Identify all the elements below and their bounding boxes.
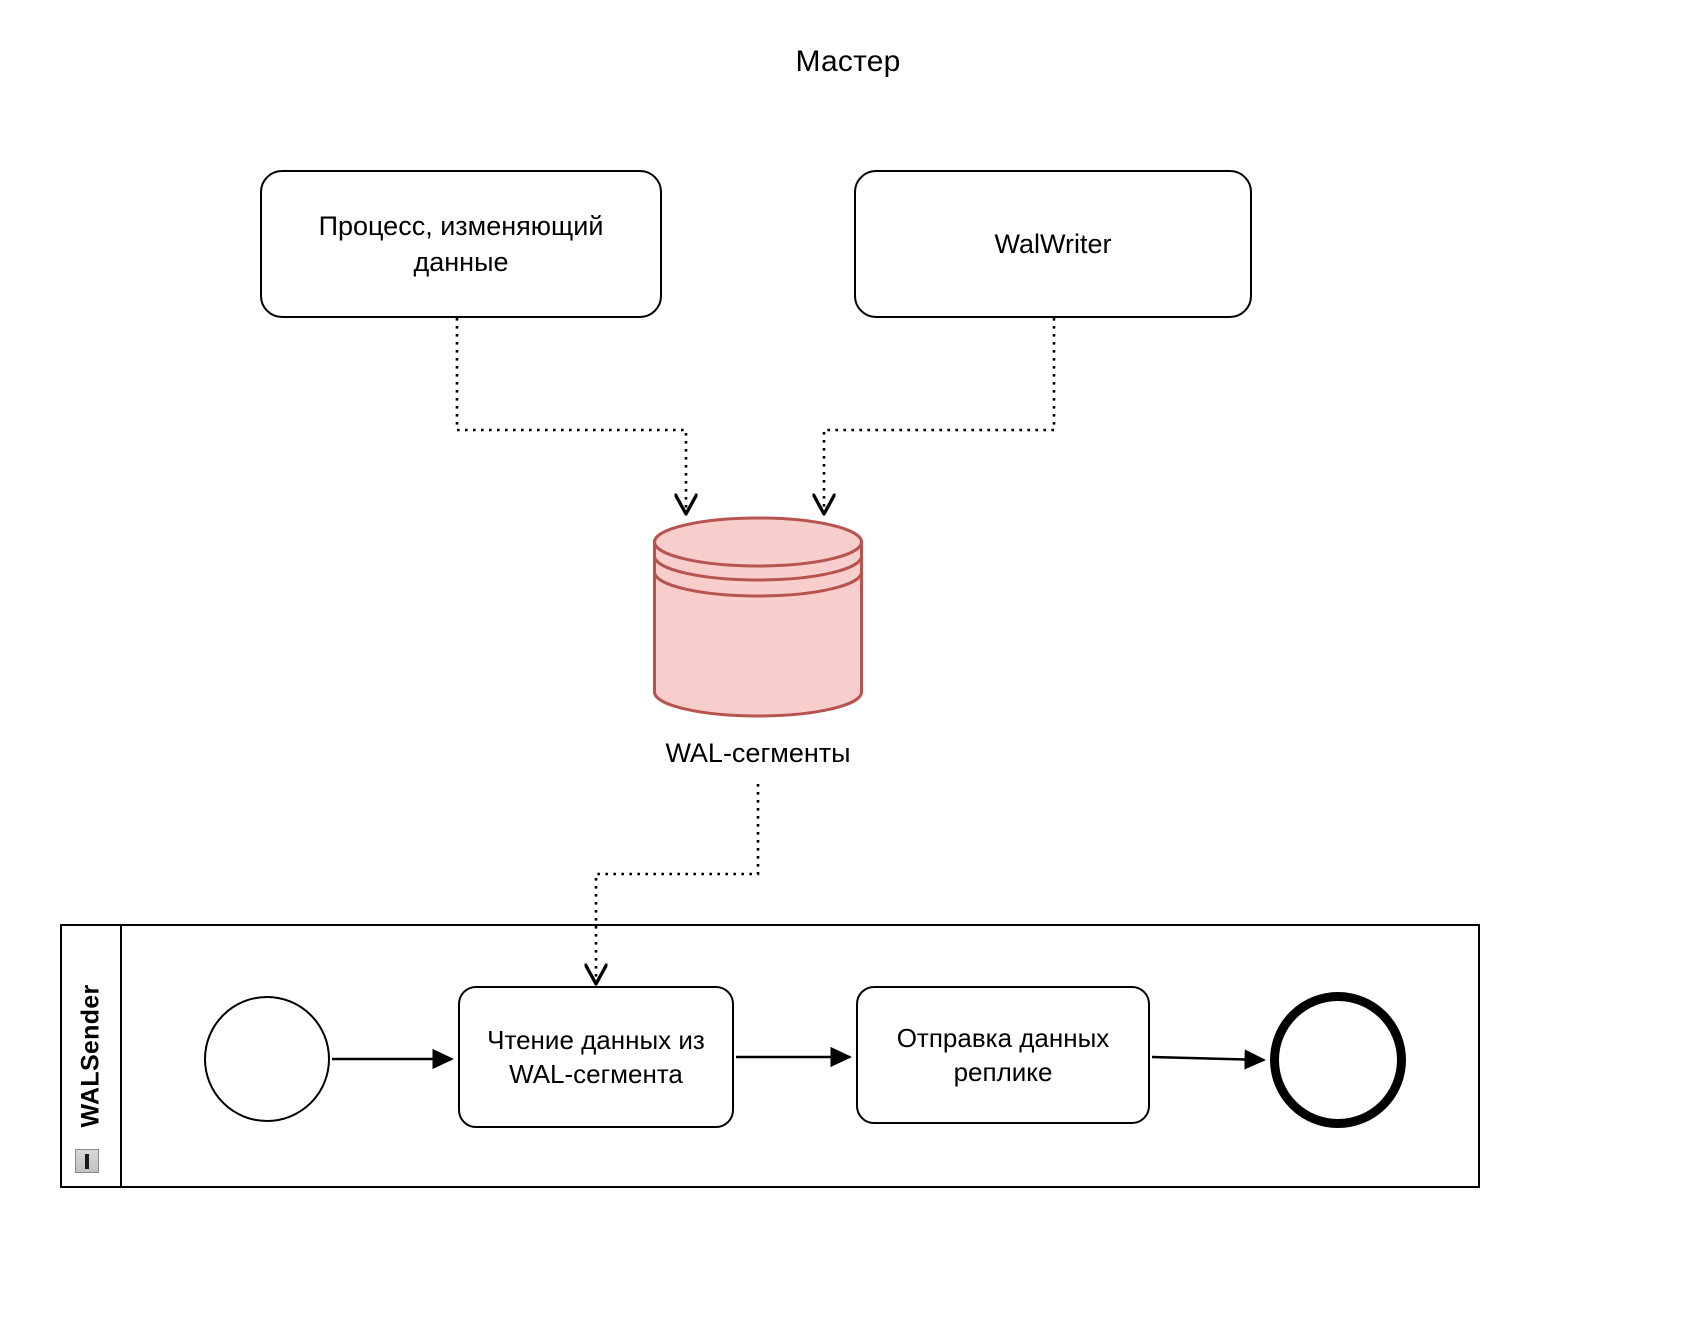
connector-walwriter-to-wal — [824, 318, 1056, 512]
task-process-changing-data[interactable]: Процесс, изменяющий данные — [260, 170, 662, 318]
diagram-title: Мастер — [795, 45, 901, 78]
end-event[interactable] — [1270, 992, 1406, 1128]
pool-walsender: WALSender — [60, 924, 1480, 1188]
connector-process-to-wal — [455, 318, 686, 512]
task-read-data-from-wal-segment[interactable]: Чтение данных из WAL-сегмента — [458, 986, 734, 1128]
lane-header-walsender[interactable]: WALSender — [62, 926, 122, 1186]
task-send-data-to-replica[interactable]: Отправка данных реплике — [856, 986, 1150, 1124]
task-walwriter[interactable]: WalWriter — [854, 170, 1252, 318]
datastore-label: WAL-сегменты — [665, 738, 851, 768]
lane-label: WALSender — [76, 984, 105, 1128]
start-event[interactable] — [204, 996, 330, 1122]
text-cursor-icon[interactable] — [75, 1149, 99, 1173]
datastore-wal-segments[interactable] — [652, 516, 864, 718]
